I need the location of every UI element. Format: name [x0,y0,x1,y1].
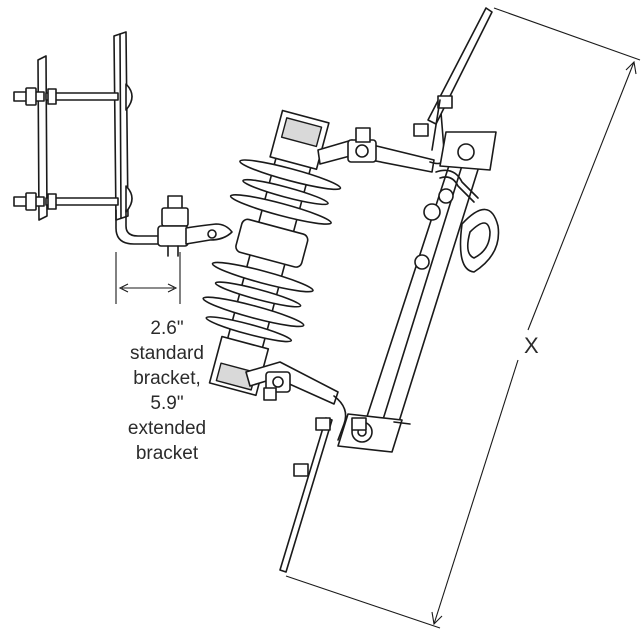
dimension-label-x: X [524,333,539,358]
callout-line-2: standard [130,343,204,364]
callout-line-6: bracket [135,443,199,464]
arm-clamp-bolt [157,195,233,257]
callout-line-1: 2.6" [150,318,184,339]
callout-line-3: bracket, [133,368,201,389]
top-contact-arm [317,7,493,173]
callout-line-4: 5.9" [150,393,184,414]
insulator [202,109,342,397]
overall-length-dimension [285,7,641,629]
fuse-tube [337,131,500,453]
bracket-offset-callout: 2.6" standard bracket, 5.9" extended bra… [96,316,238,466]
bracket-offset-dimension [115,252,181,304]
pole-mounting-bracket [13,31,177,245]
bottom-contact-arm [245,361,411,573]
callout-line-5: extended [127,418,207,439]
